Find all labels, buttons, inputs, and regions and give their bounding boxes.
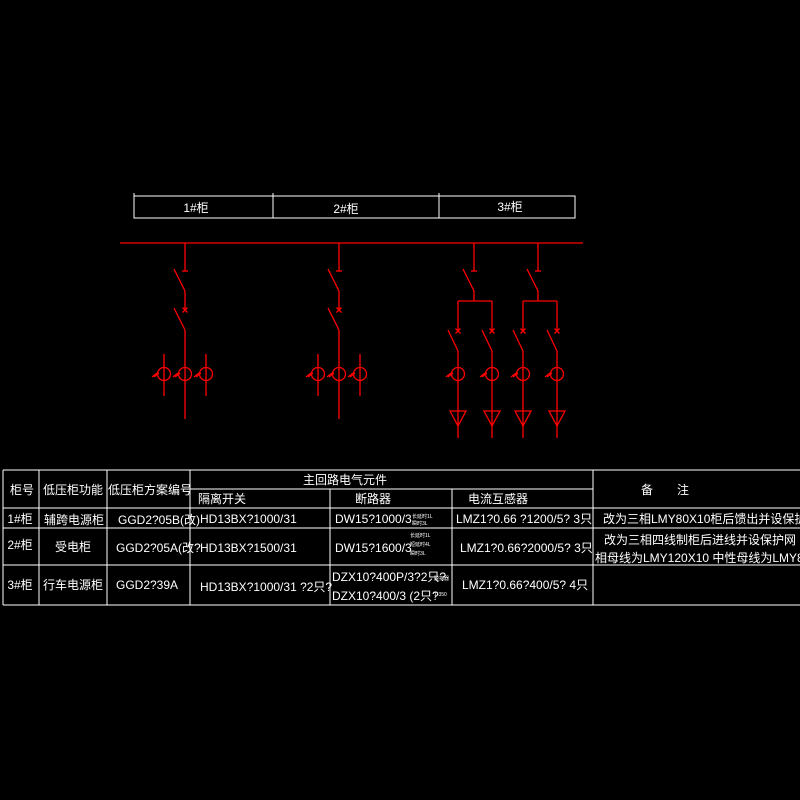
- ct-mark-icon: [151, 372, 158, 378]
- header-main-circuit: 主回路电气元件: [303, 472, 387, 487]
- ct-mark-icon: [481, 372, 488, 378]
- header-scheme: 低压柜方案编号: [108, 482, 192, 497]
- ct-mark-icon: [447, 372, 454, 378]
- ct-mark-icon: [307, 372, 314, 378]
- table-row: 3#柜 行车电源柜 GGD2?39A HD13BX?1000/31 ?2只? D…: [7, 570, 588, 603]
- cell-function: 受电柜: [55, 540, 91, 554]
- breaker-x-icon: [182, 307, 188, 313]
- ct-mark-icon: [174, 372, 181, 378]
- header-function: 低压柜功能: [43, 483, 103, 497]
- cell-scheme: GGD2?39A: [116, 578, 178, 592]
- ct-mark-icon: [195, 372, 202, 378]
- cell-remarks: 改为三相四线制柜后进线并设保护网: [604, 533, 796, 547]
- cell-function: 行车电源柜: [43, 577, 103, 592]
- cell-breaker-note: 短延时4L: [410, 541, 431, 548]
- cell-breaker: DZX10?400/3 (2只?: [332, 589, 439, 603]
- isolator-blade-icon: [462, 268, 475, 292]
- header-no: 柜号: [10, 483, 34, 497]
- ct-mark-icon: [512, 372, 519, 378]
- cell-breaker-note: 瞬时3L: [412, 520, 428, 527]
- cell-remarks: 相母线为LMY120X10 中性母线为LMY80X6: [595, 550, 800, 565]
- cell-ct: LMZ1?0.66?2000/5? 3只: [460, 541, 593, 555]
- cabinet-label-1: 1#柜: [183, 201, 208, 215]
- load-arrow-icon: [513, 410, 533, 428]
- ct-mark-icon: [349, 372, 356, 378]
- cell-breaker-note: 长延时1L: [412, 513, 433, 520]
- ct-mark-icon: [328, 372, 335, 378]
- breaker-x-icon: [336, 307, 342, 313]
- ct-mark-icon: [172, 372, 179, 378]
- cell-breaker: DW15?1600/3: [335, 541, 412, 555]
- breaker-blade-icon: [447, 329, 459, 352]
- cell-scheme: GGD2?05A(改?: [116, 541, 201, 555]
- ct-mark-icon: [546, 372, 553, 378]
- breaker-x-icon: [489, 328, 495, 334]
- table-row: 1#柜 辅跨电源柜 GGD2?05B(改) HD13BX?1000/31 DW1…: [7, 512, 800, 527]
- breaker-blade-icon: [481, 329, 493, 352]
- breaker-x-icon: [554, 328, 560, 334]
- header-breaker: 断路器: [355, 491, 391, 506]
- cell-isolator: HD13BX?1500/31: [200, 541, 297, 555]
- cell-breaker-note: 长延时1L: [410, 532, 431, 539]
- ct-mark-icon: [193, 372, 200, 378]
- isolator-blade-icon: [327, 268, 340, 292]
- cell-scheme: GGD2?05B(改): [118, 513, 200, 527]
- cell-breaker-note: 脱扣器: [434, 575, 449, 582]
- cabinet-label-3: 3#柜: [497, 200, 522, 214]
- cell-isolator: HD13BX?1000/31: [200, 512, 297, 526]
- cabinet-header: 1#柜 2#柜 3#柜: [133, 193, 576, 219]
- cell-function: 辅跨电源柜: [44, 513, 104, 527]
- header-ct: 电流互感器: [468, 491, 528, 506]
- load-arrow-icon: [547, 410, 567, 428]
- breaker-blade-icon: [512, 329, 524, 352]
- cell-ct: LMZ1?0.66?400/5? 4只: [462, 578, 588, 592]
- load-arrow-icon: [448, 410, 468, 428]
- cabinet-label-2: 2#柜: [333, 202, 358, 216]
- cell-breaker: DW15?1000/3: [335, 512, 412, 526]
- header-remarks: 备 注: [641, 482, 689, 497]
- cell-no: 2#柜: [7, 538, 32, 552]
- circuits: [151, 243, 567, 438]
- ct-mark-icon: [445, 372, 452, 378]
- ct-mark-icon: [347, 372, 354, 378]
- breaker-x-icon: [520, 328, 526, 334]
- breaker-x-icon: [455, 328, 461, 334]
- cell-no: 1#柜: [7, 512, 32, 526]
- cell-no: 3#柜: [7, 578, 32, 592]
- ct-mark-icon: [305, 372, 312, 378]
- breaker-blade-icon: [173, 307, 186, 331]
- load-arrow-icon: [482, 410, 502, 428]
- isolator-blade-icon: [526, 268, 539, 292]
- cell-ct: LMZ1?0.66 ?1200/5? 3只: [456, 512, 592, 526]
- ct-mark-icon: [153, 372, 160, 378]
- breaker-blade-icon: [546, 329, 558, 352]
- cell-breaker-note: 瞬时3L: [410, 550, 426, 557]
- cell-remarks: 改为三相LMY80X10柜后馈出并设保护网: [603, 512, 800, 526]
- ct-mark-icon: [544, 372, 551, 378]
- cell-isolator: HD13BX?1000/31 ?2只?: [200, 580, 332, 594]
- ct-mark-icon: [510, 372, 517, 378]
- isolator-blade-icon: [173, 268, 186, 292]
- cell-breaker: DZX10?400P/3?2只?: [332, 570, 446, 584]
- ct-mark-icon: [326, 372, 333, 378]
- table-row: 2#柜 受电柜 GGD2?05A(改? HD13BX?1500/31 DW15?…: [7, 532, 800, 565]
- header-isolator: 隔离开关: [198, 491, 246, 506]
- breaker-blade-icon: [327, 307, 340, 331]
- cell-breaker-note: 1-350: [434, 592, 447, 598]
- ct-mark-icon: [479, 372, 486, 378]
- equipment-table: [2, 469, 800, 606]
